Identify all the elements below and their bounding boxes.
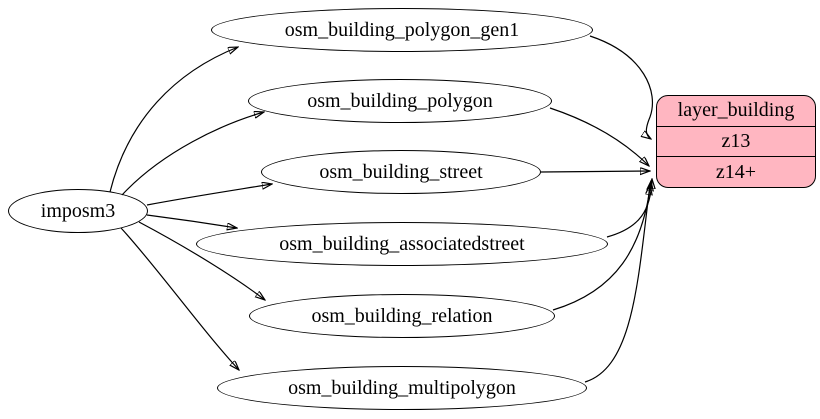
node-osm-building-polygon-label: osm_building_polygon — [307, 89, 493, 112]
edge-polygon-to-z14 — [549, 107, 649, 166]
node-osm-building-street-label: osm_building_street — [319, 160, 483, 183]
layer-building-row-z14: z14+ — [657, 156, 815, 187]
edge-polygon-gen1-to-z13 — [589, 35, 654, 139]
edge-street-to-z14 — [540, 171, 650, 172]
node-osm-building-relation: osm_building_relation — [249, 294, 555, 338]
layer-building-title: layer_building — [677, 99, 795, 122]
layer-building-row-z13: z13 — [657, 125, 815, 157]
edge-associatedstreet-to-z14 — [606, 179, 652, 238]
layer-building-row-z14-label: z14+ — [715, 160, 757, 183]
node-osm-building-street: osm_building_street — [261, 150, 541, 194]
edge-imposm3-to-polygon-gen1 — [109, 47, 238, 193]
edge-imposm3-to-street — [146, 184, 272, 206]
edge-imposm3-to-polygon — [121, 112, 264, 196]
node-osm-building-relation-label: osm_building_relation — [311, 304, 493, 327]
node-imposm3: imposm3 — [8, 189, 148, 233]
node-imposm3-label: imposm3 — [40, 199, 116, 222]
node-osm-building-associatedstreet-label: osm_building_associatedstreet — [279, 232, 525, 255]
node-osm-building-polygon: osm_building_polygon — [248, 79, 552, 123]
node-osm-building-associatedstreet: osm_building_associatedstreet — [196, 222, 608, 266]
node-osm-building-polygon-gen1: osm_building_polygon_gen1 — [211, 8, 593, 52]
edge-imposm3-to-associatedstreet — [146, 214, 237, 228]
node-layer-building: layer_building z13 z14+ — [656, 95, 816, 188]
edge-multipolygon-to-z14 — [584, 185, 650, 383]
node-osm-building-multipolygon-label: osm_building_multipolygon — [288, 376, 516, 399]
node-osm-building-multipolygon: osm_building_multipolygon — [217, 366, 587, 410]
layer-building-row-z13-label: z13 — [721, 130, 751, 152]
layer-building-title-row: layer_building — [657, 96, 815, 126]
node-osm-building-polygon-gen1-label: osm_building_polygon_gen1 — [284, 18, 520, 41]
